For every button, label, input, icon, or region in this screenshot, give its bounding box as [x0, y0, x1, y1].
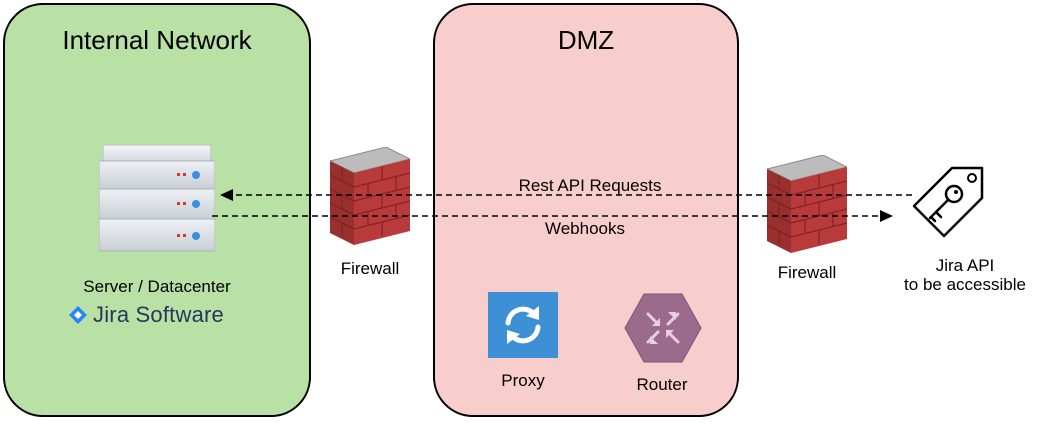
firewall-right-icon	[767, 155, 847, 253]
router-label: Router	[636, 375, 688, 394]
server-label: Server / Datacenter	[83, 277, 231, 296]
jira-diamond-icon	[69, 306, 87, 324]
jira-software-text: Jira Software	[93, 302, 224, 327]
dmz-title: DMZ	[557, 25, 615, 55]
jira-software-logo: Jira Software	[68, 301, 224, 329]
key-tag-icon	[912, 166, 984, 238]
firewall-right-label: Firewall	[777, 263, 837, 282]
server-rack-icon	[99, 144, 215, 252]
jira-api-label: Jira API to be accessible	[890, 256, 1040, 294]
webhooks-label: Webhooks	[544, 219, 625, 238]
jira-api-label-line2: to be accessible	[904, 275, 1026, 294]
internal-network-title: Internal Network	[62, 25, 252, 55]
router-arrows-icon	[624, 293, 702, 363]
webhooks-arrowhead	[880, 210, 893, 222]
proxy-label: Proxy	[501, 371, 545, 390]
rest-api-arrowhead	[220, 189, 233, 201]
proxy-sync-icon	[488, 292, 558, 358]
firewall-left-label: Firewall	[340, 259, 400, 278]
firewall-left-icon	[330, 147, 410, 245]
rest-api-requests-label: Rest API Requests	[518, 176, 662, 195]
jira-api-label-line1: Jira API	[935, 256, 995, 275]
